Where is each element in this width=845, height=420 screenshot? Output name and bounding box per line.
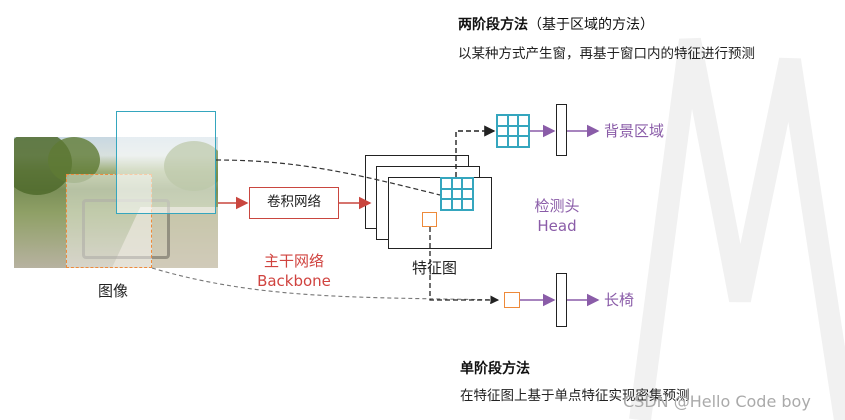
watermark: CSDN @Hello Code boy bbox=[623, 392, 811, 411]
feature-map-label: 特征图 bbox=[412, 259, 458, 277]
two-stage-head-bar bbox=[556, 104, 567, 156]
one-stage-title: 单阶段方法 bbox=[460, 361, 530, 377]
one-stage-subtitle: 在特征图上基于单点特征实现密集预测 bbox=[460, 388, 690, 404]
region-bounding-box bbox=[116, 111, 216, 214]
backbone-label: 主干网络 Backbone bbox=[248, 251, 340, 292]
conv-network-box: 卷积网络 bbox=[249, 187, 339, 219]
image-label: 图像 bbox=[98, 282, 129, 300]
bench-output: 长椅 bbox=[604, 291, 635, 309]
feature-map-region-grid bbox=[440, 177, 474, 211]
point-feature-arrow bbox=[429, 227, 500, 301]
two-stage-title-main: 两阶段方法 bbox=[458, 17, 528, 33]
two-stage-title: 两阶段方法（基于区域的方法） bbox=[458, 18, 654, 32]
roi-pooling-arrow bbox=[455, 125, 496, 177]
one-stage-head-bar bbox=[556, 273, 567, 327]
backbone-label-en: Backbone bbox=[257, 272, 331, 291]
pooled-region-grid bbox=[496, 114, 530, 148]
two-stage-subtitle: 以某种方式产生窗，再基于窗口内的特征进行预测 bbox=[458, 46, 755, 62]
head-label-cn: 检测头 bbox=[534, 197, 580, 215]
point-projection-line bbox=[151, 267, 500, 305]
head-label-en: Head bbox=[537, 217, 577, 236]
background-region-output: 背景区域 bbox=[604, 122, 665, 140]
feature-map-point bbox=[422, 212, 437, 227]
backbone-label-cn: 主干网络 bbox=[263, 252, 324, 270]
conv-network-label: 卷积网络 bbox=[267, 194, 321, 210]
region-projection-line bbox=[215, 159, 441, 196]
photo-tree bbox=[48, 137, 100, 183]
head-label: 检测头 Head bbox=[521, 196, 593, 237]
single-point-feature bbox=[504, 292, 520, 308]
two-stage-title-paren: （基于区域的方法） bbox=[528, 17, 654, 33]
